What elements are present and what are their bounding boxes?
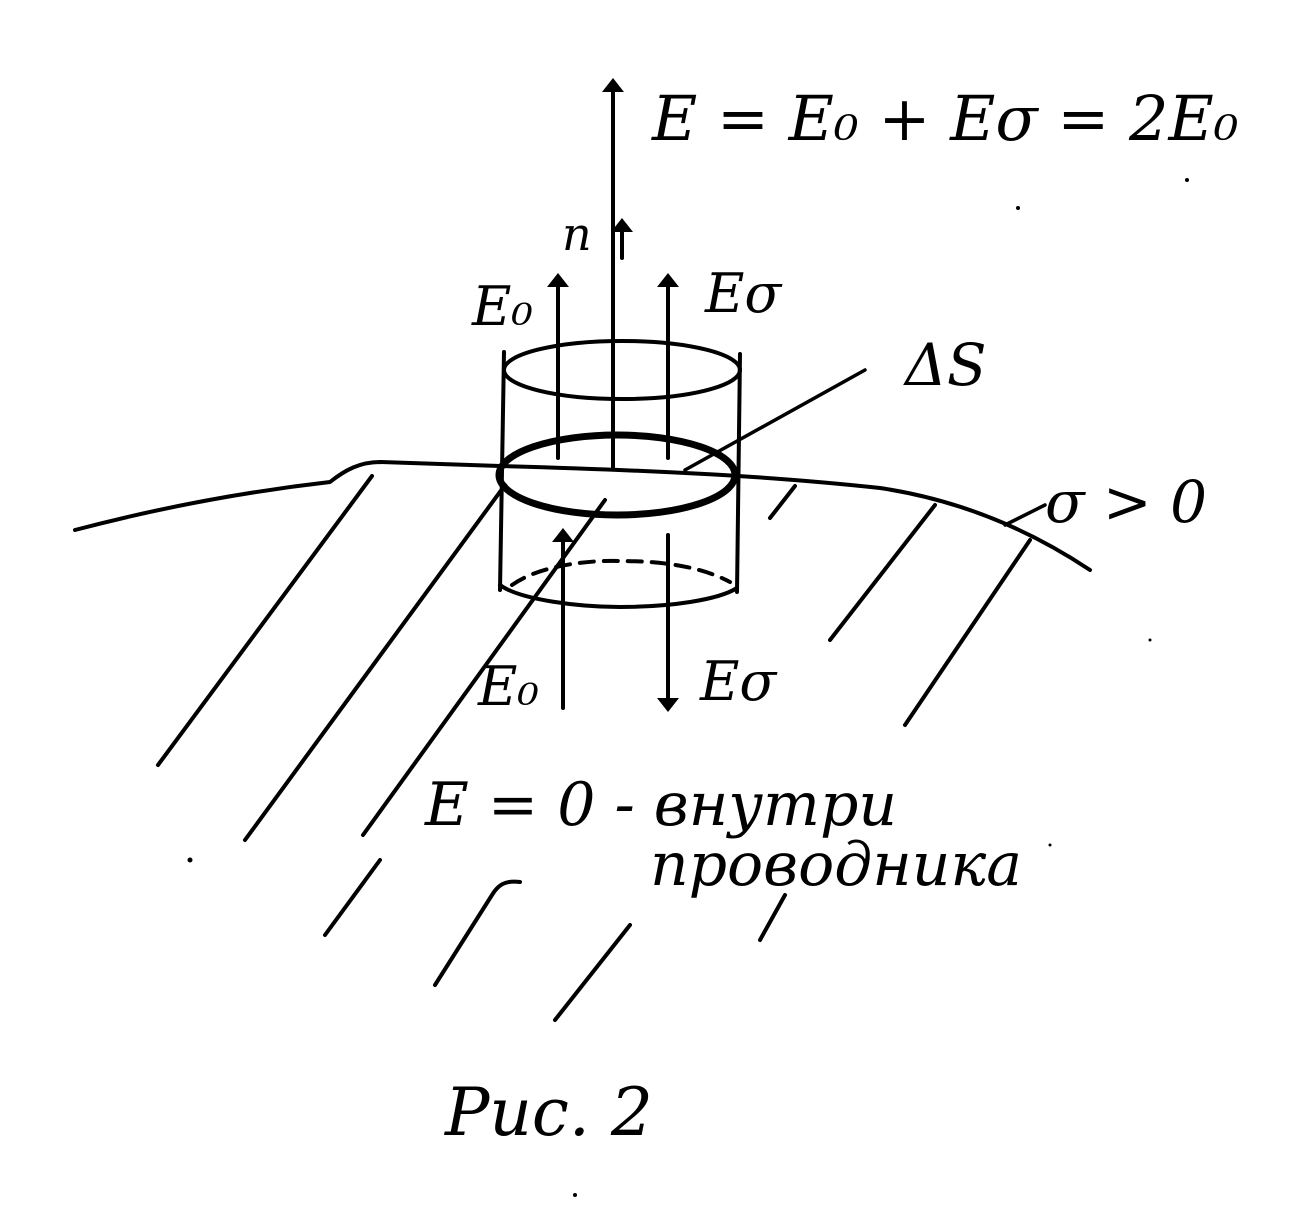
- scan-specks: [187, 178, 1189, 1197]
- conductor-hatching: [156, 474, 1032, 1022]
- normal-vector-label: n: [562, 207, 592, 261]
- conductor-surface: [73, 460, 1092, 572]
- cylinder-top-ellipse: [502, 339, 742, 401]
- inside-conductor-line1: E = 0 - внутри: [424, 770, 897, 840]
- cylinder-right-side: [735, 352, 742, 594]
- area-element-ellipse: [495, 431, 739, 519]
- cylinder-bottom-arc: [498, 583, 739, 609]
- charge-condition-label: σ > 0: [1045, 468, 1207, 536]
- area-element-pointer: [683, 368, 867, 472]
- inside-conductor-line2: проводника: [650, 830, 1022, 900]
- sigma-field-label-bottom: Eσ: [699, 650, 778, 713]
- cylinder-bottom-back-arc: [510, 558, 732, 587]
- gaussian-cylinder: [498, 339, 742, 609]
- field-arrows: [547, 78, 679, 712]
- figure-caption: Рис. 2: [444, 1074, 653, 1151]
- sigma-field-label-top: Eσ: [704, 262, 783, 325]
- area-element-label: ΔS: [903, 331, 987, 399]
- charge-label-pointer: [1003, 503, 1047, 527]
- external-field-label-top: E₀: [471, 275, 533, 338]
- external-field-label-bottom: E₀: [477, 655, 539, 718]
- total-field-formula: E = E₀ + Eσ = 2E₀: [651, 82, 1239, 155]
